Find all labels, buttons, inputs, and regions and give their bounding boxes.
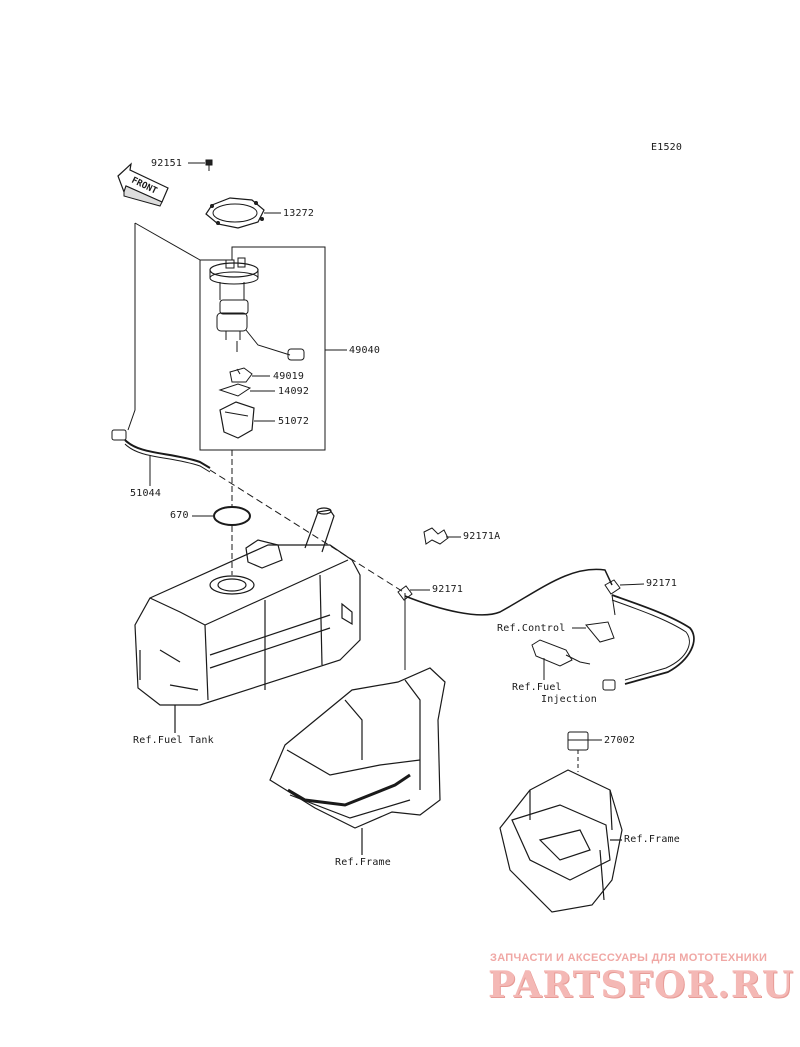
ref-fuel-injection-line2: Injection [541,694,597,705]
fuel-injection [531,639,591,680]
fuel-tank [134,507,361,733]
clip-92171-left [397,585,430,601]
screw-92151 [188,159,213,171]
clip-92171A [423,527,461,545]
part-label-92171-right: 92171 [646,578,678,589]
ref-control: Ref.Control [497,623,566,634]
plate-13272 [205,197,281,229]
watermark-logo: PARTSFOR.RU [488,964,795,1006]
part-label-49019: 49019 [273,371,305,382]
part-label-27002: 27002 [604,735,636,746]
part-label-92151: 92151 [151,158,183,169]
pump-assembly-box [134,222,347,451]
part-label-49040: 49040 [349,345,381,356]
filter-51072 [219,401,275,439]
watermark-tagline: ЗАПЧАСТИ И АКСЕССУАРЫ ДЛЯ МОТОТЕХНИКИ [490,952,768,964]
relay-27002 [567,731,602,772]
routing-line [209,469,406,670]
part-14092 [218,383,275,397]
fuel-pump-49040 [209,257,305,361]
part-49019 [229,367,270,383]
part-label-14092: 14092 [278,386,310,397]
ref-frame-left: Ref.Frame [335,857,391,868]
hose-51044 [111,223,211,486]
part-label-13272: 13272 [283,208,315,219]
part-label-51044: 51044 [130,488,162,499]
part-label-92171A: 92171A [463,531,501,542]
oring-670 [192,450,251,575]
ref-fuel-injection-line1: Ref.Fuel [512,682,562,693]
control-bracket [572,621,615,643]
part-label-51072: 51072 [278,416,310,427]
diagram-code: E1520 [651,142,683,153]
frame-right [499,769,623,913]
fuel-hose [404,568,695,691]
part-label-92171-left: 92171 [432,584,464,595]
frame-left [269,667,446,855]
ref-frame-right: Ref.Frame [624,834,680,845]
ref-fuel-tank: Ref.Fuel Tank [133,735,214,746]
part-label-670: 670 [170,510,189,521]
front-arrow-icon: FRONT [117,162,169,207]
